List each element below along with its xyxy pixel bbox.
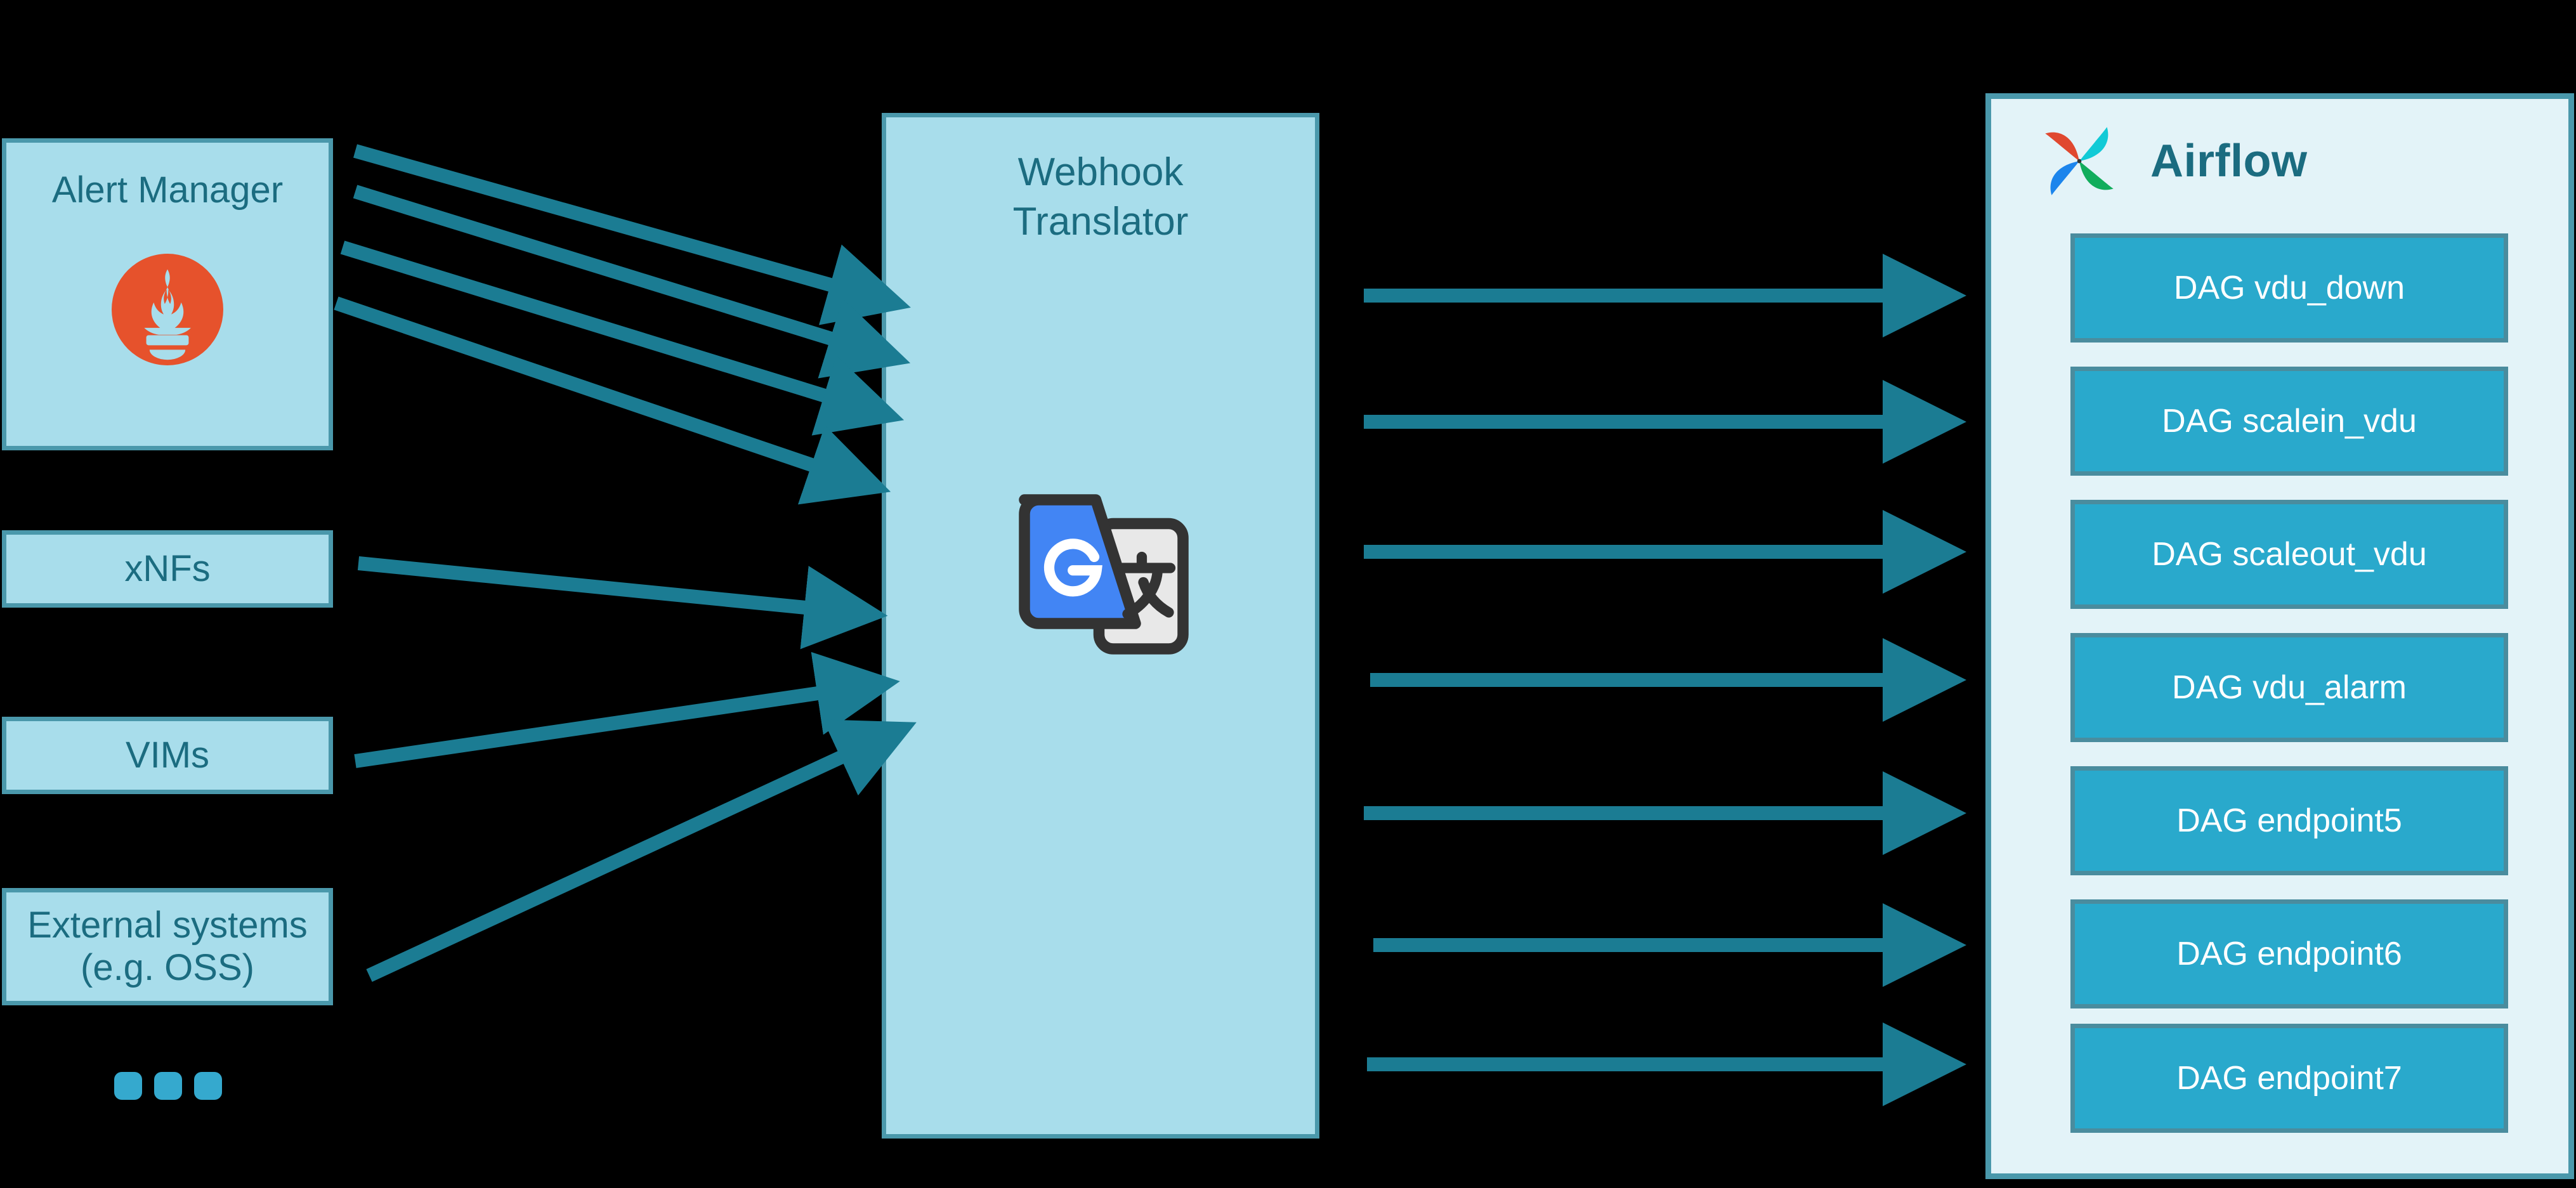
dag-label: DAG vdu_down — [2173, 270, 2405, 306]
source-label-external-systems: External systems (e.g. OSS) — [27, 904, 308, 988]
airflow-pinwheel-icon — [2045, 126, 2114, 195]
webhook-translator-label: Webhook Translator — [1012, 150, 1189, 244]
dag-box-vdu-down[interactable]: DAG vdu_down — [2070, 233, 2508, 343]
dag-box-endpoint6[interactable]: DAG endpoint6 — [2070, 899, 2508, 1008]
dag-box-vdu-alarm[interactable]: DAG vdu_alarm — [2070, 633, 2508, 742]
arrow-alert-to-translator-2 — [353, 185, 911, 379]
airflow-header: Airflow — [2039, 118, 2521, 204]
dag-box-scaleout-vdu[interactable]: DAG scaleout_vdu — [2070, 500, 2508, 609]
source-box-xnfs[interactable]: xNFs — [2, 530, 333, 608]
source-label-xnfs: xNFs — [124, 547, 211, 589]
ellipsis-indicator — [114, 1072, 222, 1100]
source-box-alert-manager[interactable]: Alert Manager — [2, 138, 333, 450]
dag-label: DAG scaleout_vdu — [2152, 536, 2427, 573]
dag-label: DAG endpoint7 — [2176, 1060, 2402, 1097]
airflow-panel: Airflow DAG vdu_down DAG scalein_vdu DAG… — [1985, 93, 2574, 1179]
airflow-title: Airflow — [2150, 135, 2308, 186]
webhook-translator-box[interactable]: Webhook Translator — [882, 113, 1319, 1139]
source-box-external-systems[interactable]: External systems (e.g. OSS) — [2, 888, 333, 1005]
dag-box-endpoint7[interactable]: DAG endpoint7 — [2070, 1024, 2508, 1133]
dag-label: DAG endpoint6 — [2176, 936, 2402, 972]
dag-label: DAG scalein_vdu — [2162, 403, 2417, 440]
arrow-alert-to-translator-4 — [334, 296, 891, 505]
dag-box-scalein-vdu[interactable]: DAG scalein_vdu — [2070, 367, 2508, 476]
source-box-vims[interactable]: VIMs — [2, 717, 333, 794]
google-translate-icon — [1019, 494, 1189, 655]
ellipsis-dot — [114, 1072, 142, 1100]
source-label-vims: VIMs — [125, 734, 210, 776]
source-label-alert-manager: Alert Manager — [51, 169, 284, 211]
dag-label: DAG vdu_alarm — [2172, 669, 2407, 706]
arrow-vims-to-translator — [354, 651, 900, 768]
arrow-xnfs-to-translator — [357, 556, 888, 649]
dag-box-endpoint5[interactable]: DAG endpoint5 — [2070, 766, 2508, 875]
arrow-external-to-translator — [366, 719, 917, 982]
arrow-alert-to-translator-1 — [353, 144, 911, 325]
arrow-alert-to-translator-3 — [340, 240, 905, 436]
ellipsis-dot — [154, 1072, 182, 1100]
ellipsis-dot — [194, 1072, 222, 1100]
dag-label: DAG endpoint5 — [2176, 802, 2402, 839]
prometheus-torch-icon — [112, 254, 223, 365]
